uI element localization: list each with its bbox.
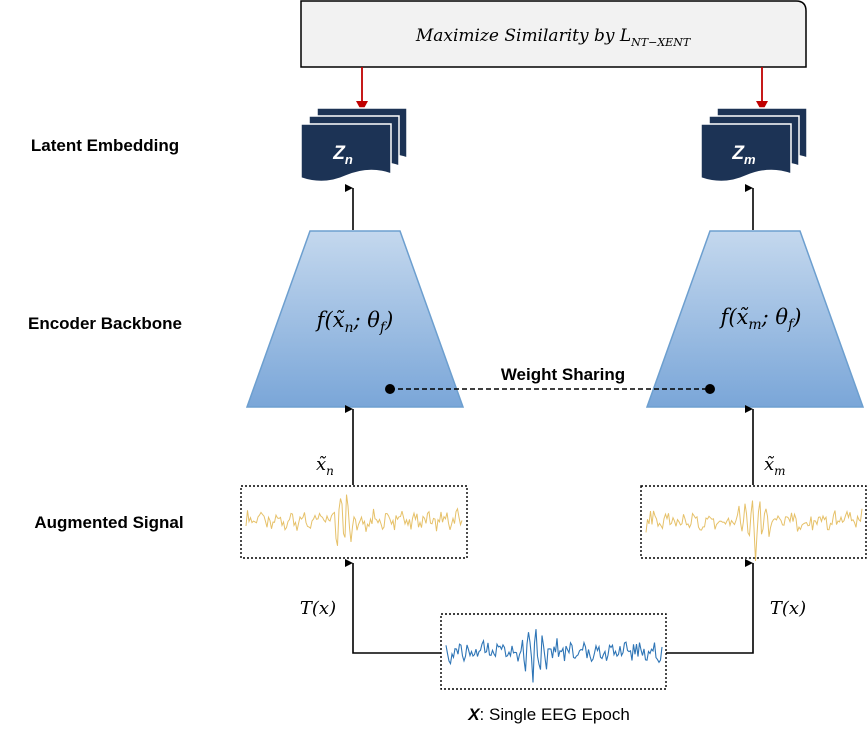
raw-signal-waveform <box>445 629 663 683</box>
encoder-function-left: f(x̃n; θf) <box>315 308 394 336</box>
red-arrow-right <box>756 67 768 112</box>
augmented-signal-waveform-right <box>645 500 863 562</box>
transform-arrow-left <box>345 559 442 654</box>
red-arrow-left <box>356 67 368 112</box>
transform-label-right: T(x) <box>770 598 806 619</box>
row-label-augmented: Augmented Signal <box>34 513 183 532</box>
augmented-var-right: x̃m <box>764 454 786 478</box>
similarity-box <box>300 0 807 68</box>
similarity-text: Maximize Similarity by LNT−XENT <box>415 26 692 49</box>
embedding-stack-right: Zm <box>700 107 808 183</box>
encoder-trapezoid-right <box>645 230 865 408</box>
augmented-var-left: x̃n <box>316 454 334 478</box>
row-label-encoder: Encoder Backbone <box>28 314 182 333</box>
encoder-function-right: f(x̃m; θf) <box>719 305 802 333</box>
transform-label-left: T(x) <box>300 598 336 619</box>
transform-arrow-right <box>665 559 754 654</box>
embedding-label-left: Zn <box>332 143 353 167</box>
weight-sharing-label: Weight Sharing <box>501 365 625 384</box>
input-caption: X: Single EEG Epoch <box>467 705 630 724</box>
augmented-signal-box-left <box>240 485 468 559</box>
augmented-signal-waveform-left <box>245 494 463 546</box>
weight-sharing-dot-left <box>385 384 395 394</box>
encoder-trapezoid-left <box>245 230 465 408</box>
weight-sharing-dot-right <box>705 384 715 394</box>
embedding-label-right: Zm <box>731 143 756 167</box>
row-label-latent: Latent Embedding <box>31 136 179 155</box>
embedding-stack-left: Zn <box>300 107 408 183</box>
